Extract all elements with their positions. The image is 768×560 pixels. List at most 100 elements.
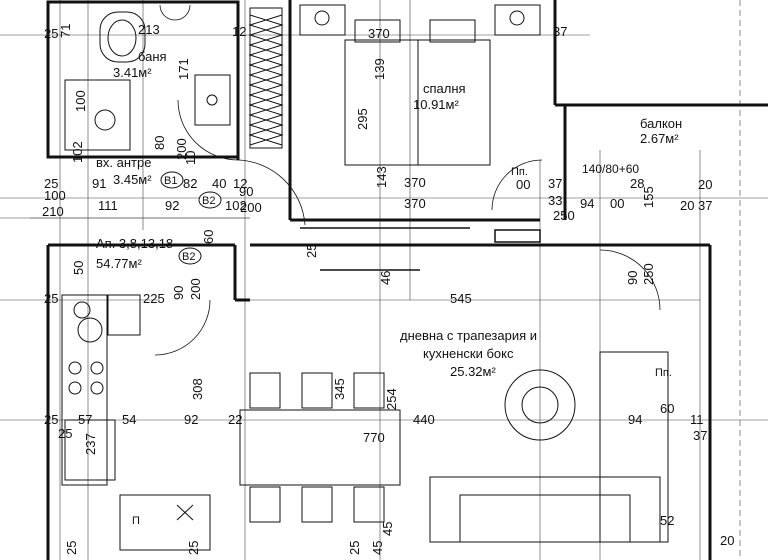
dimension-label: 210: [42, 204, 64, 219]
dimension-label: 102: [225, 198, 247, 213]
dimension-label: 92: [165, 198, 179, 213]
pp-label-1: Пп.: [511, 166, 528, 178]
dimension-label: 94: [628, 412, 642, 427]
door-tags: [160, 171, 222, 265]
dimension-label: 770: [363, 430, 385, 445]
dimension-label: 237: [83, 433, 98, 455]
entry-name: вх. антре: [96, 155, 151, 170]
bath-area: 3.41м²: [113, 65, 152, 80]
dimension-label: 11: [690, 412, 704, 427]
bed: [299, 4, 541, 166]
dimension-label: 143: [374, 166, 389, 188]
dimension-label: 370: [404, 175, 426, 190]
dimension-label: 12: [233, 176, 247, 191]
wardrobe-hatch: [248, 7, 284, 149]
dimension-label: 92: [184, 412, 198, 427]
dimension-label: 171: [176, 58, 191, 80]
dimension-label: 100: [73, 90, 88, 112]
dimension-label: 37: [693, 428, 707, 443]
dimension-label: 60: [201, 230, 216, 244]
pp-label-2: Пп.: [655, 367, 672, 379]
entry-area: 3.45м²: [113, 172, 152, 187]
dimension-label: 90: [625, 271, 640, 285]
dimension-label: 308: [190, 378, 205, 400]
bedroom-name: спалня: [423, 81, 466, 96]
dimension-label: 100: [44, 188, 66, 203]
dimension-label: 45: [380, 522, 395, 536]
dimension-label: 60: [660, 401, 674, 416]
door-swings: [154, 4, 661, 356]
dimension-label: 94: [580, 196, 594, 211]
door-tag-b2a-label: В2: [202, 195, 215, 207]
dimension-label: 200: [174, 138, 189, 160]
door-tag-b2b: [178, 247, 202, 265]
dimension-label: 00: [516, 177, 530, 192]
dimension-label: 52: [660, 513, 674, 528]
dimension-label: 20: [680, 198, 694, 213]
dimension-label: 90: [171, 286, 186, 300]
dimension-label: 254: [384, 388, 399, 410]
door-tag-b1: [160, 171, 184, 189]
dimension-label: 440: [413, 412, 435, 427]
dimension-label: 370: [404, 196, 426, 211]
dimension-label: 71: [58, 24, 73, 38]
door-tag-b1-label: В1: [164, 175, 177, 187]
living-name-2: кухненски бокс: [423, 346, 514, 361]
dimension-label: 155: [641, 186, 656, 208]
dimension-label: 213: [138, 22, 160, 37]
apartment-area: 54.77м²: [96, 256, 142, 271]
dimension-label: 91: [92, 176, 106, 191]
dimension-label: 37: [548, 176, 562, 191]
living-area: 25.32м²: [450, 364, 496, 379]
dimension-label: 33: [548, 193, 562, 208]
dimension-label: 25: [347, 541, 362, 555]
dimension-label: 250: [553, 208, 575, 223]
dimension-label: 82: [183, 176, 197, 191]
dimension-label: 28: [630, 176, 644, 191]
balcony-name: балкон: [640, 116, 682, 131]
dimension-label: 545: [450, 291, 472, 306]
dimension-label: 250: [641, 263, 656, 285]
bath-fixtures: [64, 11, 231, 151]
dimension-label: 25: [304, 244, 319, 258]
dimension-label: 25: [58, 426, 72, 441]
dimension-label: 50: [71, 261, 86, 275]
dimension-label: 10: [183, 151, 198, 165]
dimension-label: 37: [553, 24, 567, 39]
dimension-label: 22: [228, 412, 242, 427]
fixture-tag: П: [132, 515, 140, 527]
apartment-label: Ап. 3,8,13,18: [96, 236, 173, 251]
dimension-label: 25: [44, 412, 58, 427]
dimension-label: 57: [78, 412, 92, 427]
dimension-label: 80: [152, 136, 167, 150]
window-tag: 140/80+60: [582, 162, 639, 176]
bedroom-area: 10.91м²: [413, 97, 459, 112]
dimension-label: 225: [143, 291, 165, 306]
living-name-1: дневна с трапезария и: [400, 328, 537, 343]
dimension-label: 40: [212, 176, 226, 191]
dimension-label: 25: [44, 291, 58, 306]
dimension-label: 12: [232, 24, 246, 39]
dimension-label: 45: [370, 541, 385, 555]
dimension-label: 25: [44, 176, 58, 191]
dimension-label: 102: [70, 141, 85, 163]
tv-units: [300, 227, 541, 271]
walls: [46, 0, 768, 560]
bath-name: баня: [138, 49, 167, 64]
dimension-label: 200: [240, 200, 262, 215]
dimension-label: 345: [332, 378, 347, 400]
dimension-label: 295: [355, 108, 370, 130]
dimension-label: 20: [720, 533, 734, 548]
dimension-label: 139: [372, 58, 387, 80]
dimension-label: 25: [186, 541, 201, 555]
dimension-label: 54: [122, 412, 136, 427]
dimension-label: 25: [64, 541, 79, 555]
dimension-label: 46: [378, 271, 393, 285]
room-labels: баня 3.41м² спалня 10.91м² балкон 2.67м²…: [96, 49, 682, 379]
dimension-label: 200: [188, 278, 203, 300]
dimension-label: 370: [368, 26, 390, 41]
dimension-label: 20: [698, 177, 712, 192]
